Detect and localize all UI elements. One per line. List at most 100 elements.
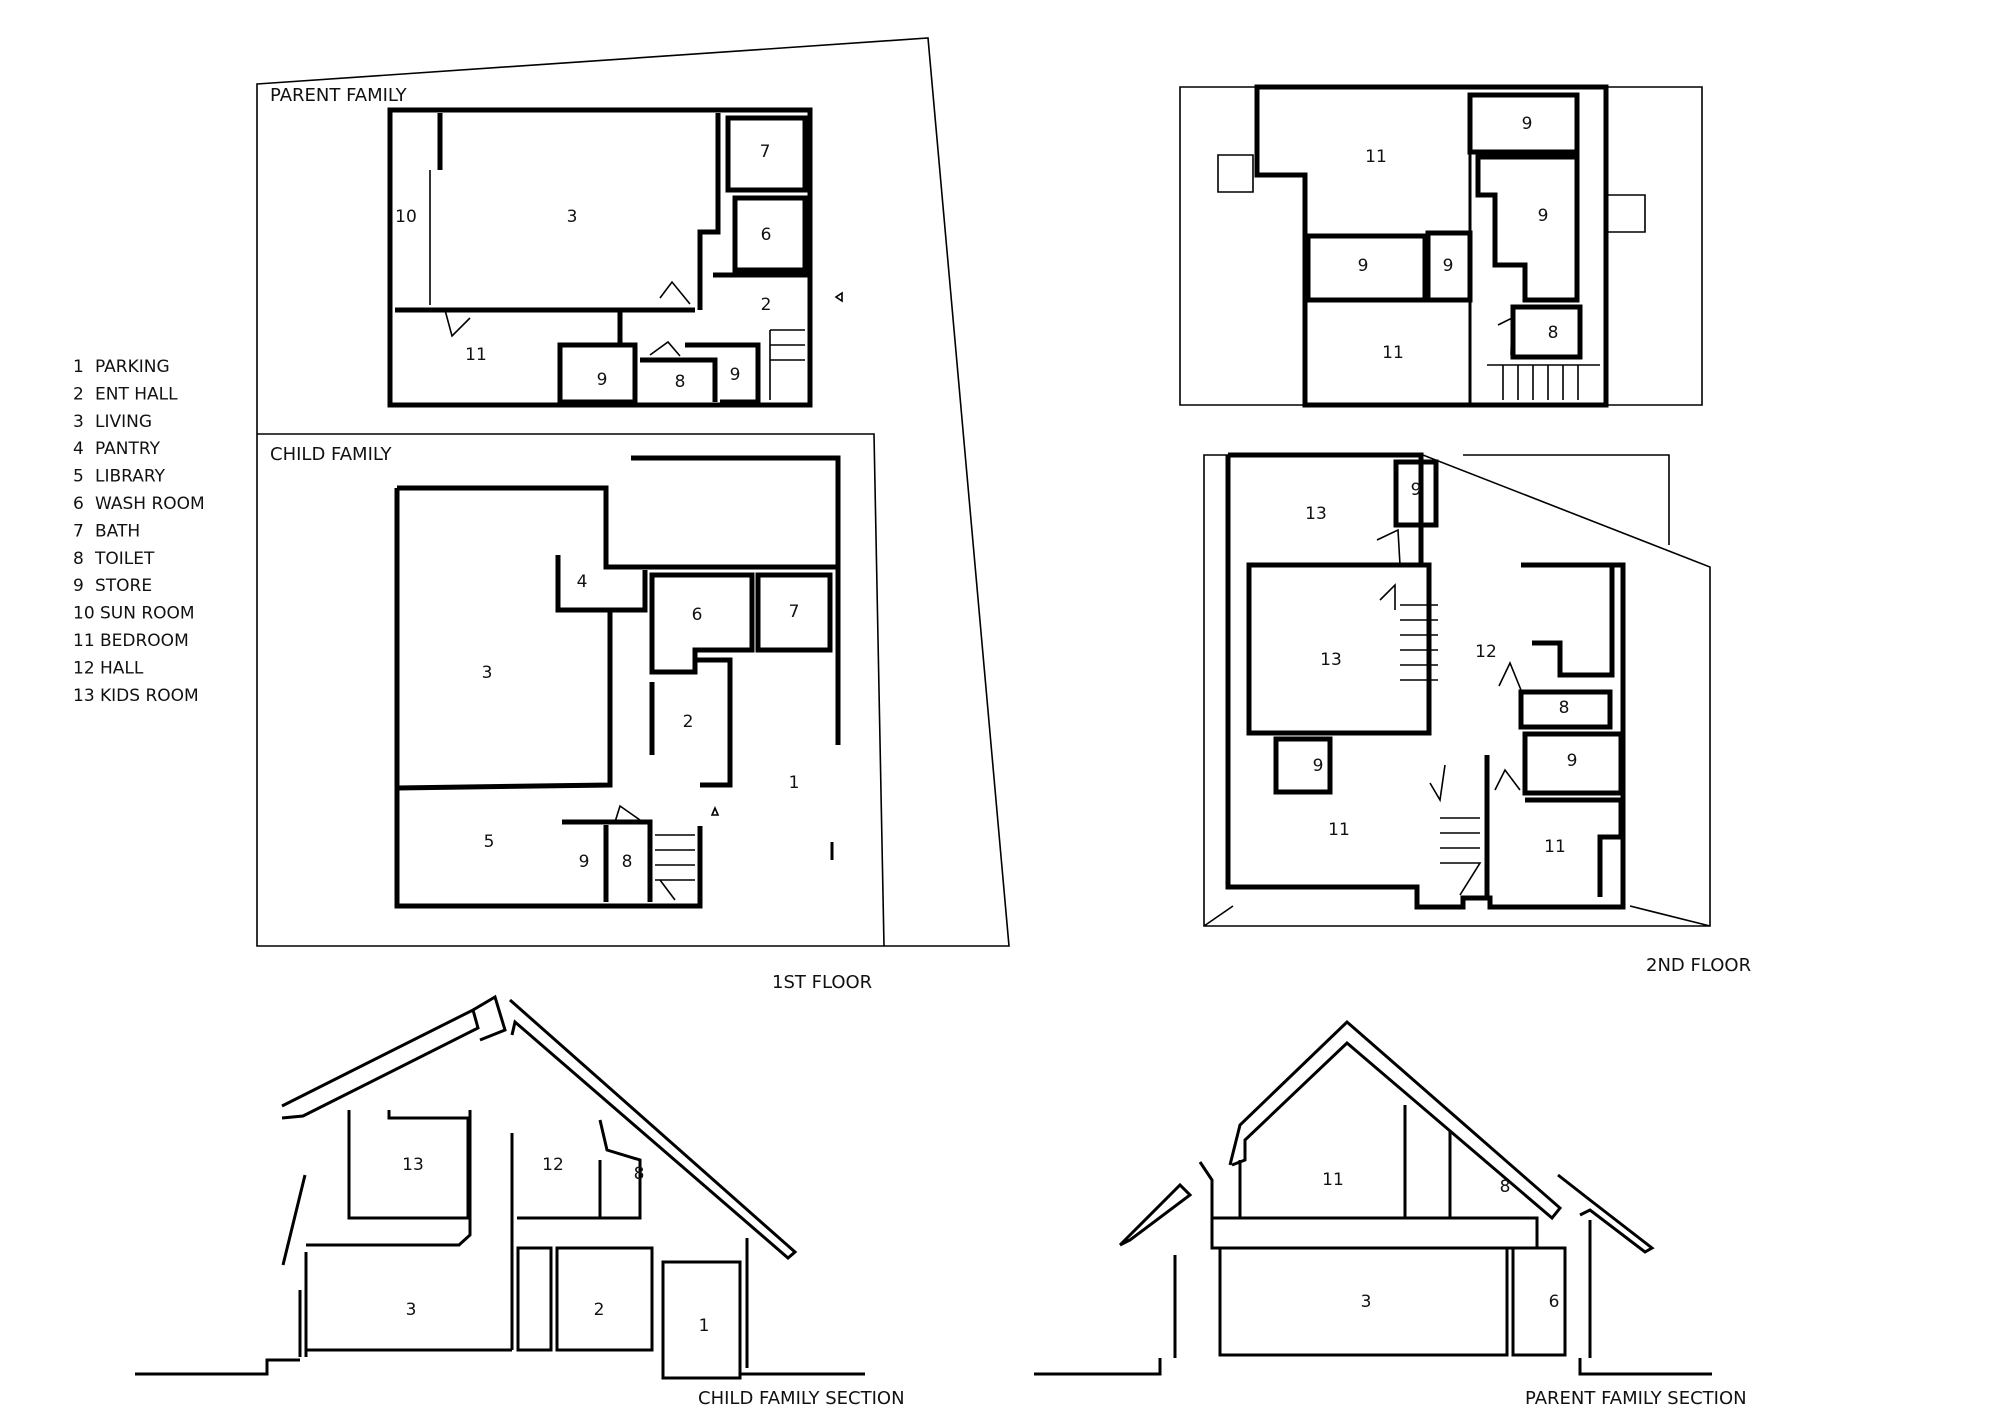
- parent-section-upper-floor: [1198, 1105, 1539, 1250]
- legend-label: TOILET: [94, 549, 155, 569]
- child-section-roof-left: [281, 1007, 480, 1120]
- parent-section-right-eave: [1557, 1173, 1655, 1254]
- room-label: 9: [597, 370, 608, 390]
- legend-number: 6: [73, 494, 84, 514]
- parent-section-left-eave: [1118, 1182, 1193, 1247]
- child-door-swing: [614, 804, 641, 823]
- legend-number: 12: [73, 658, 95, 678]
- parent-upper-door-swing: [1497, 316, 1513, 356]
- room-label: 9: [1313, 756, 1324, 776]
- room-label: 8: [1500, 1177, 1511, 1197]
- room-label: 4: [577, 572, 588, 592]
- legend-number: 5: [73, 467, 84, 487]
- child-section-ground: [135, 1358, 865, 1376]
- legend-label: LIBRARY: [95, 467, 166, 487]
- room-label: 7: [760, 142, 771, 162]
- legend-label: LIVING: [95, 412, 152, 432]
- room-label: 9: [579, 852, 590, 872]
- parent-upper-toilet: [1510, 304, 1583, 360]
- parent-upper-stair: [1487, 364, 1600, 400]
- room-label: 11: [1328, 820, 1350, 840]
- room-label: 7: [789, 602, 800, 622]
- room-label: 3: [1361, 1292, 1372, 1312]
- legend-number: 2: [73, 384, 84, 404]
- room-label: 10: [395, 207, 417, 227]
- parent-dormer-right: [1606, 194, 1646, 233]
- child-second-floor-plan: 13 9 13 12 8 9 9 11 11: [1203, 452, 1711, 927]
- legend-number: 13: [73, 686, 95, 706]
- child-entry-marker: [710, 805, 720, 816]
- room-label: 8: [622, 852, 633, 872]
- room-label: 6: [761, 225, 772, 245]
- second-floor-title: 2ND FLOOR: [1646, 955, 1751, 976]
- child-section-ground-floor: [304, 1110, 512, 1357]
- child-balcony-outline: [1463, 454, 1670, 545]
- child-living-west-wall: [394, 488, 703, 909]
- child-family-section: 13 12 8 3 2 1 CHILD FAMILY SECTION: [135, 994, 905, 1409]
- room-label: 9: [1358, 256, 1369, 276]
- room-label: 9: [1443, 256, 1454, 276]
- child-washroom-wall: [649, 572, 755, 675]
- parent-section-main-roof: [1228, 1019, 1563, 1221]
- child-living-east-wall: [396, 610, 613, 791]
- room-label: 8: [1548, 323, 1559, 343]
- parent-family-plan: 10 3 7 6 2 11 9 8 9: [387, 107, 843, 408]
- legend-number: 7: [73, 521, 84, 541]
- room-label: 6: [692, 605, 703, 625]
- parent-section-title: PARENT FAMILY SECTION: [1525, 1388, 1747, 1409]
- site-boundary: [256, 37, 1010, 947]
- room-label: 12: [542, 1155, 564, 1175]
- second-floor-plan: 11 9 9 9 9 8 11 13 9 13 12: [1179, 84, 1751, 976]
- parent-family-section: 11 8 3 6 PARENT FAMILY SECTION: [1034, 1019, 1747, 1409]
- child-family-label: CHILD FAMILY: [270, 444, 393, 465]
- child-upper-store-a: [1273, 736, 1333, 795]
- parent-upper-outer-wall: [1254, 84, 1609, 408]
- legend-number: 3: [73, 412, 84, 432]
- parent-store2-wall: [685, 342, 761, 405]
- parent-store1-wall: [557, 342, 638, 405]
- room-label: 11: [465, 345, 487, 365]
- child-stair: [655, 834, 695, 901]
- room-label: 3: [482, 663, 493, 683]
- child-section-title: CHILD FAMILY SECTION: [698, 1388, 905, 1409]
- parent-family-label: PARENT FAMILY: [270, 85, 408, 106]
- child-upper-stair-top: [1400, 604, 1438, 681]
- child-section-wall-left: [281, 1174, 307, 1357]
- room-label: 12: [1475, 642, 1497, 662]
- parent-door-swing: [444, 280, 691, 357]
- room-label: 9: [1411, 480, 1422, 500]
- legend-number: 8: [73, 549, 84, 569]
- legend-label: BATH: [95, 521, 140, 541]
- child-living-wall: [397, 485, 838, 570]
- room-label: 11: [1322, 1170, 1344, 1190]
- room-label: 9: [1538, 206, 1549, 226]
- first-floor-plan: PARENT FAMILY CHILD FAMILY 1ST FLOOR 10 …: [256, 37, 1010, 993]
- legend-label: HALL: [100, 658, 144, 678]
- parent-living-east-wall: [697, 113, 721, 310]
- child-section-chimney: [472, 994, 507, 1042]
- room-label: 3: [406, 1300, 417, 1320]
- parent-outer-wall: [387, 107, 813, 408]
- parent-second-floor-plan: 11 9 9 9 9 8 11: [1179, 84, 1703, 408]
- room-label: 2: [594, 1300, 605, 1320]
- child-upper-kids-room: [1246, 562, 1432, 736]
- child-upper-hall-notch: [1532, 565, 1615, 678]
- child-section-upper-floor: [517, 1119, 642, 1220]
- parent-dormer-left: [1217, 154, 1254, 193]
- legend-number: 11: [73, 631, 95, 651]
- room-label: 2: [683, 712, 694, 732]
- parent-bath-wall: [725, 115, 808, 193]
- legend-label: WASH ROOM: [95, 494, 205, 514]
- child-store-toilet-wall: [562, 819, 653, 902]
- room-label: 2: [761, 295, 772, 315]
- child-bath-wall: [755, 572, 833, 653]
- parent-toilet-wall: [640, 357, 718, 402]
- child-upper-stair-bottom: [1440, 817, 1482, 896]
- room-label: 13: [402, 1155, 424, 1175]
- room-label: 1: [789, 773, 800, 793]
- child-section-kids-room: [347, 1110, 470, 1220]
- parent-entry-marker: [834, 291, 843, 303]
- parent-section-ground: [1034, 1358, 1712, 1376]
